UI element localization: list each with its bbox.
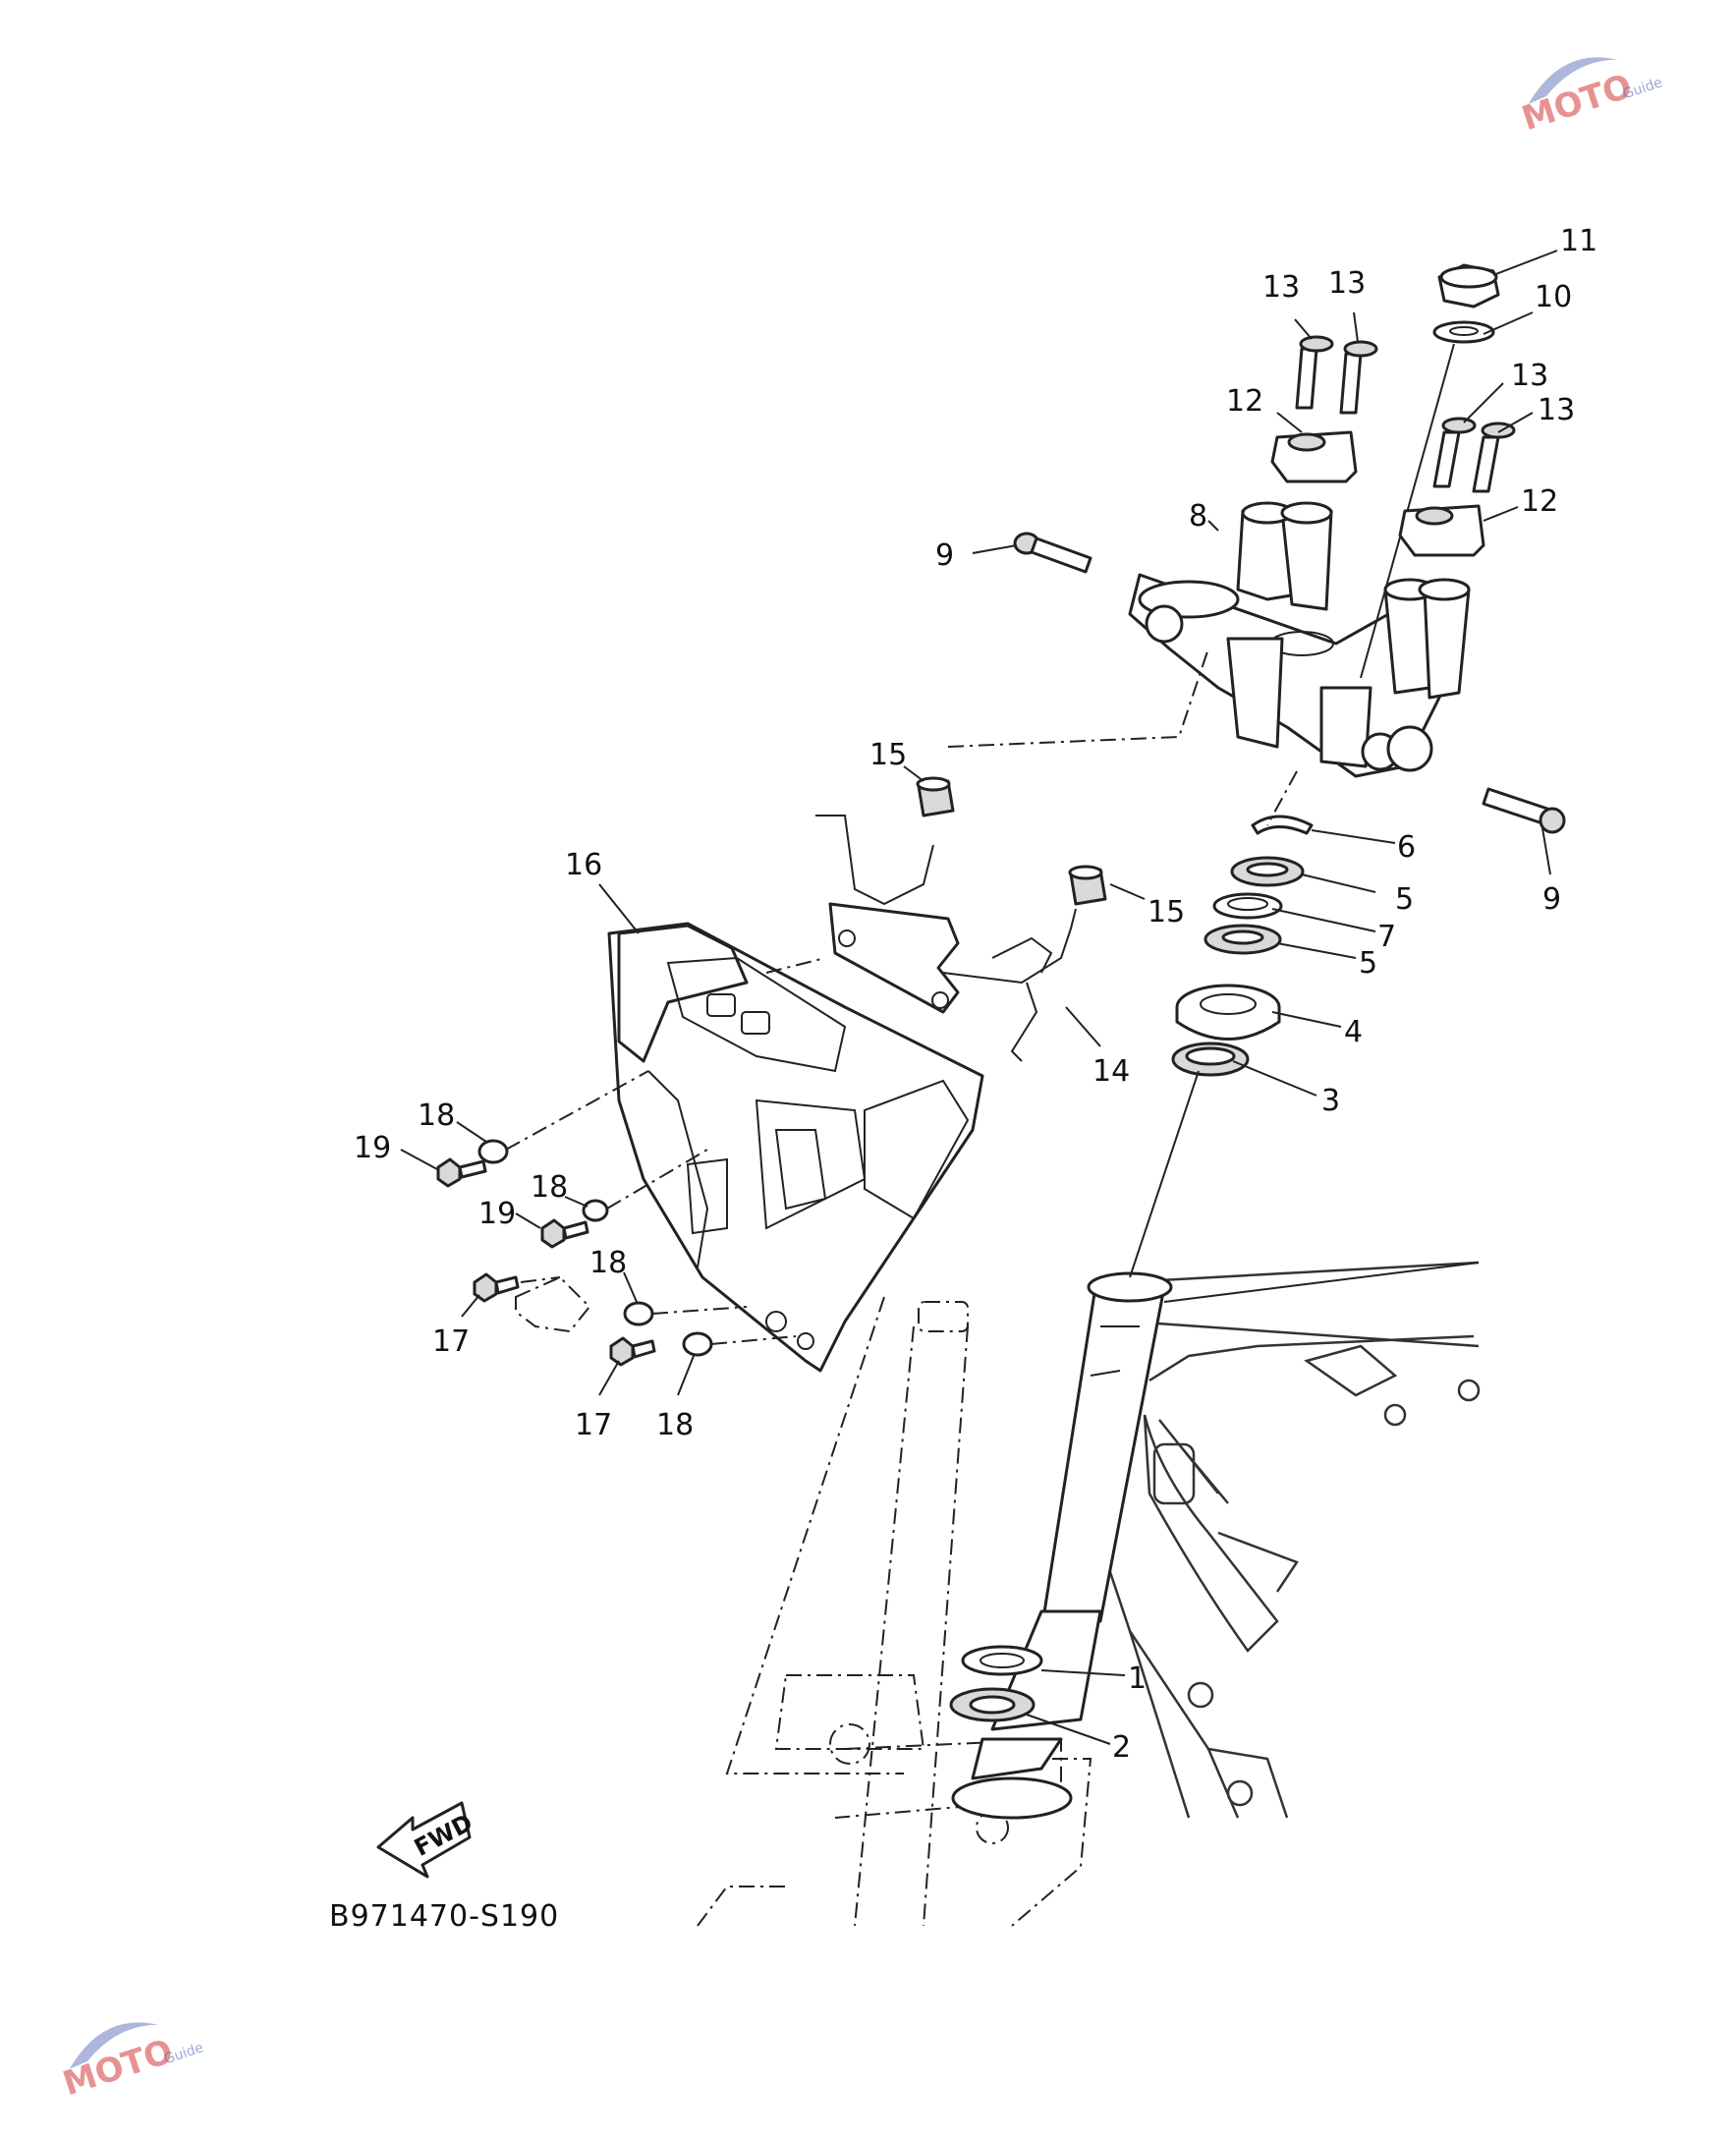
callout-16: 16 <box>565 848 602 882</box>
callout-12-b: 12 <box>1521 484 1558 519</box>
part-17-bolt-b <box>609 1336 656 1367</box>
callout-17-b: 17 <box>575 1408 612 1442</box>
part-8-upper-bracket <box>1128 501 1471 778</box>
callout-labels: 1 2 3 4 5 5 6 7 8 9 9 10 11 12 12 13 13 … <box>354 224 1597 1765</box>
callout-9-left: 9 <box>935 538 954 573</box>
frame-outline <box>1108 1261 1481 1819</box>
part-13-bolt-a <box>1295 335 1334 410</box>
callout-18-d: 18 <box>656 1408 694 1442</box>
axis-line-stem <box>1129 1070 1200 1278</box>
part-11-stem-nut <box>1437 263 1500 309</box>
part-19-bolt-b <box>540 1218 589 1249</box>
callout-13-a: 13 <box>1262 270 1300 305</box>
part-12-holder-a <box>1270 430 1358 483</box>
cable-clamp-phantom <box>515 1275 591 1333</box>
callout-10: 10 <box>1535 280 1572 314</box>
part-12-holder-b <box>1398 504 1485 557</box>
part-9-bolt-left <box>1013 532 1092 574</box>
callout-18-a: 18 <box>418 1098 455 1133</box>
assembly-lines <box>505 648 1298 1345</box>
callout-1: 1 <box>1128 1661 1147 1696</box>
part-3-bearing-race <box>1171 1042 1250 1077</box>
part-18-washer-d <box>682 1331 713 1357</box>
steering-stem <box>951 1271 1173 1820</box>
part-16-headlight-cover <box>607 922 984 1373</box>
callout-8: 8 <box>1189 499 1207 534</box>
part-1-bearing-seal <box>961 1645 1043 1676</box>
callout-19-a: 19 <box>354 1131 391 1165</box>
part-18-washer-c <box>623 1301 654 1326</box>
part-6-lock-washer <box>1251 815 1314 835</box>
diagram-code: B971470-S190 <box>329 1899 559 1934</box>
part-18-washer-b <box>582 1199 609 1222</box>
callout-2: 2 <box>1112 1730 1131 1765</box>
part-13-bolt-d <box>1472 422 1516 493</box>
part-7-rubber-washer <box>1212 892 1283 920</box>
part-5-ring-lower <box>1204 924 1282 955</box>
part-17-bolt-a <box>473 1272 520 1303</box>
part-2-lower-bearing <box>949 1687 1036 1722</box>
callout-18-c: 18 <box>589 1246 627 1280</box>
part-15-grommet-b <box>1068 865 1107 906</box>
part-14-bracket <box>815 815 1077 1062</box>
part-10-washer <box>1432 320 1495 344</box>
axis-line-frame <box>1163 1262 1480 1303</box>
part-15-grommet-a <box>916 776 955 817</box>
part-13-bolt-b <box>1339 340 1378 415</box>
callout-3: 3 <box>1321 1084 1340 1118</box>
fwd-arrow: FWD <box>376 1801 477 1879</box>
callout-5-lower: 5 <box>1359 946 1377 981</box>
callout-4: 4 <box>1344 1015 1363 1049</box>
callout-15-a: 15 <box>869 738 907 772</box>
callout-14: 14 <box>1092 1054 1130 1089</box>
callout-19-b: 19 <box>478 1197 516 1231</box>
part-9-bolt-right <box>1482 787 1566 834</box>
part-18-washer-a <box>477 1139 509 1164</box>
watermark-brand: MOTO <box>1517 67 1637 140</box>
callout-5-upper: 5 <box>1395 882 1414 917</box>
callout-13-d: 13 <box>1538 393 1575 427</box>
watermark-logo-top: MOTO Guide <box>1517 57 1664 140</box>
callout-9-right: 9 <box>1542 882 1561 917</box>
callout-13-c: 13 <box>1511 359 1548 393</box>
callout-leaders <box>400 250 1558 1745</box>
watermark-logo-bottom: MOTO Guide <box>58 2022 205 2105</box>
callout-12-a: 12 <box>1226 384 1263 419</box>
part-19-bolt-a <box>436 1157 487 1188</box>
part-13-bolt-c <box>1432 417 1477 488</box>
callout-18-b: 18 <box>531 1170 568 1205</box>
watermark-brand-2: MOTO <box>58 2032 178 2105</box>
part-4-upper-bearing <box>1175 984 1281 1041</box>
callout-13-b: 13 <box>1328 266 1366 301</box>
callout-6: 6 <box>1397 830 1416 865</box>
callout-11: 11 <box>1560 224 1597 258</box>
callout-17-a: 17 <box>432 1324 470 1359</box>
callout-7: 7 <box>1377 920 1396 954</box>
part-5-ring-upper <box>1230 856 1305 887</box>
front-fork-phantom <box>697 1296 1092 1927</box>
callout-15-b: 15 <box>1148 895 1185 929</box>
